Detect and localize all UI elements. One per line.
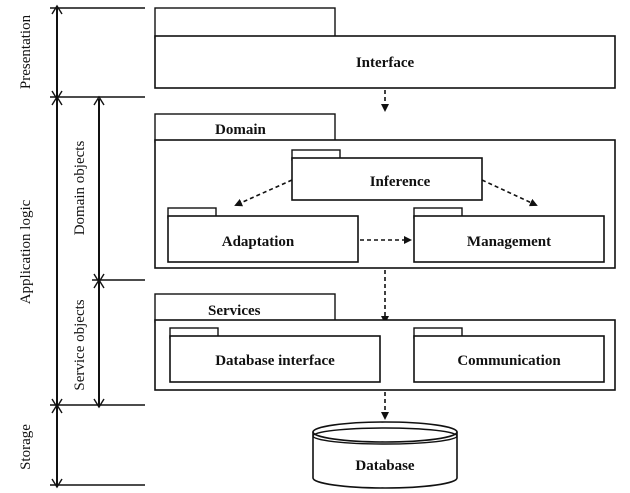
interface-label: Interface xyxy=(356,55,415,71)
database-cylinder: Database xyxy=(312,421,458,489)
communication-label: Communication xyxy=(457,353,561,369)
domain-objects-label: Domain objects xyxy=(72,141,88,236)
inference-to-management-arrow xyxy=(481,179,538,207)
storage-bracket xyxy=(50,403,145,489)
storage-label: Storage xyxy=(18,424,34,470)
service-objects-bracket xyxy=(93,278,105,409)
presentation-label: Presentation xyxy=(18,14,34,89)
adaptation-label: Adaptation xyxy=(222,234,295,250)
inference-to-adaptation-arrow xyxy=(234,179,293,207)
inference-package: Inference xyxy=(291,149,483,201)
domain-package: Domain Inference Adaptation Management xyxy=(154,113,616,269)
services-label: Services xyxy=(208,303,261,319)
inference-label: Inference xyxy=(370,174,431,190)
interface-package: Interface xyxy=(154,7,616,89)
domain-label: Domain xyxy=(215,122,266,138)
services-package: Services Database interface Communicatio… xyxy=(154,293,616,391)
database-label: Database xyxy=(355,458,415,474)
presentation-bracket xyxy=(50,4,145,101)
application-logic-label: Application logic xyxy=(18,199,34,304)
domain-objects-bracket xyxy=(92,95,145,284)
application-logic-bracket xyxy=(50,95,145,409)
management-label: Management xyxy=(467,234,551,250)
database-interface-package: Database interface xyxy=(169,327,381,383)
management-package: Management xyxy=(413,207,605,263)
database-interface-label: Database interface xyxy=(215,353,335,369)
service-objects-label: Service objects xyxy=(72,299,88,390)
adaptation-package: Adaptation xyxy=(167,207,359,263)
communication-package: Communication xyxy=(413,327,605,383)
